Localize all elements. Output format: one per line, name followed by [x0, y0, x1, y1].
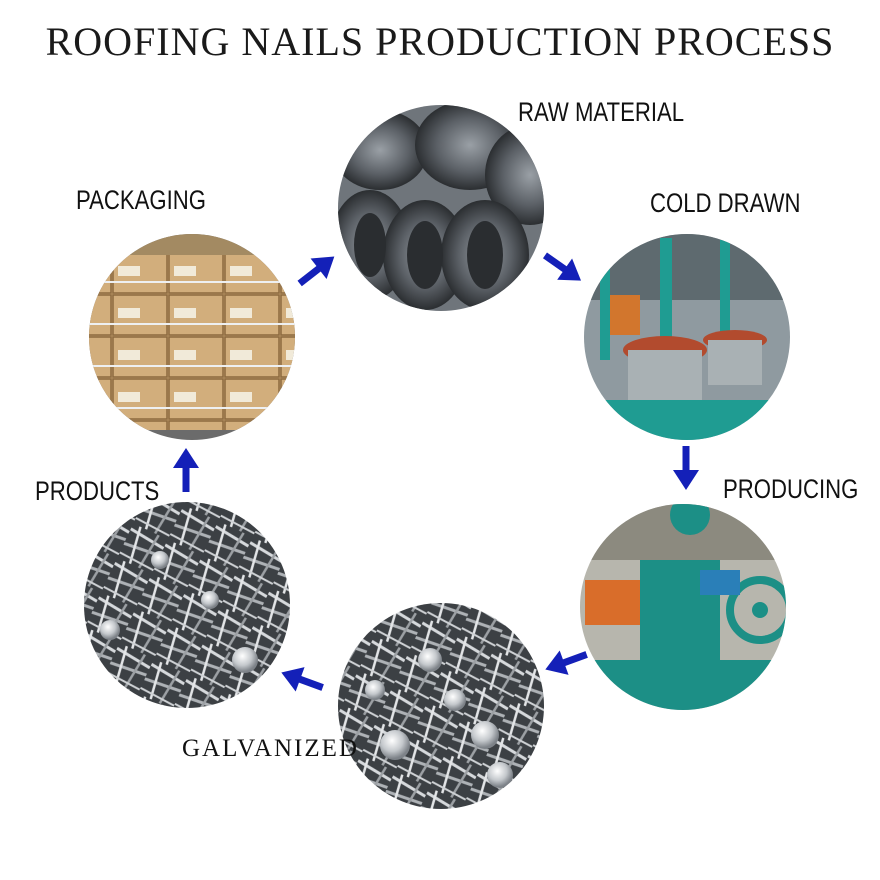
arrow-raw-to-cold	[542, 252, 582, 281]
label-galvanized: GALVANIZED	[182, 735, 359, 762]
label-cold-drawn: COLD DRAWN	[650, 188, 801, 218]
label-products: PRODUCTS	[35, 476, 160, 506]
arrow-cold-to-producing	[673, 446, 699, 490]
label-producing: PRODUCING	[723, 474, 859, 504]
label-raw-material: RAW MATERIAL	[518, 97, 685, 127]
raw-material-image	[338, 105, 544, 311]
arrow-producing-to-galvanized	[545, 650, 588, 675]
arrow-galvanized-to-products	[281, 667, 324, 692]
packaging-image	[89, 234, 295, 440]
label-packaging: PACKAGING	[76, 185, 207, 215]
galvanized-image	[338, 603, 544, 809]
arrow-packaging-to-raw	[297, 256, 335, 287]
cold-drawn-image	[584, 234, 790, 440]
products-image	[84, 502, 290, 708]
diagram-title: ROOFING NAILS PRODUCTION PROCESS	[45, 19, 835, 64]
arrow-products-to-packaging	[173, 448, 199, 492]
producing-image	[580, 504, 786, 710]
flow-arrows	[173, 252, 699, 692]
